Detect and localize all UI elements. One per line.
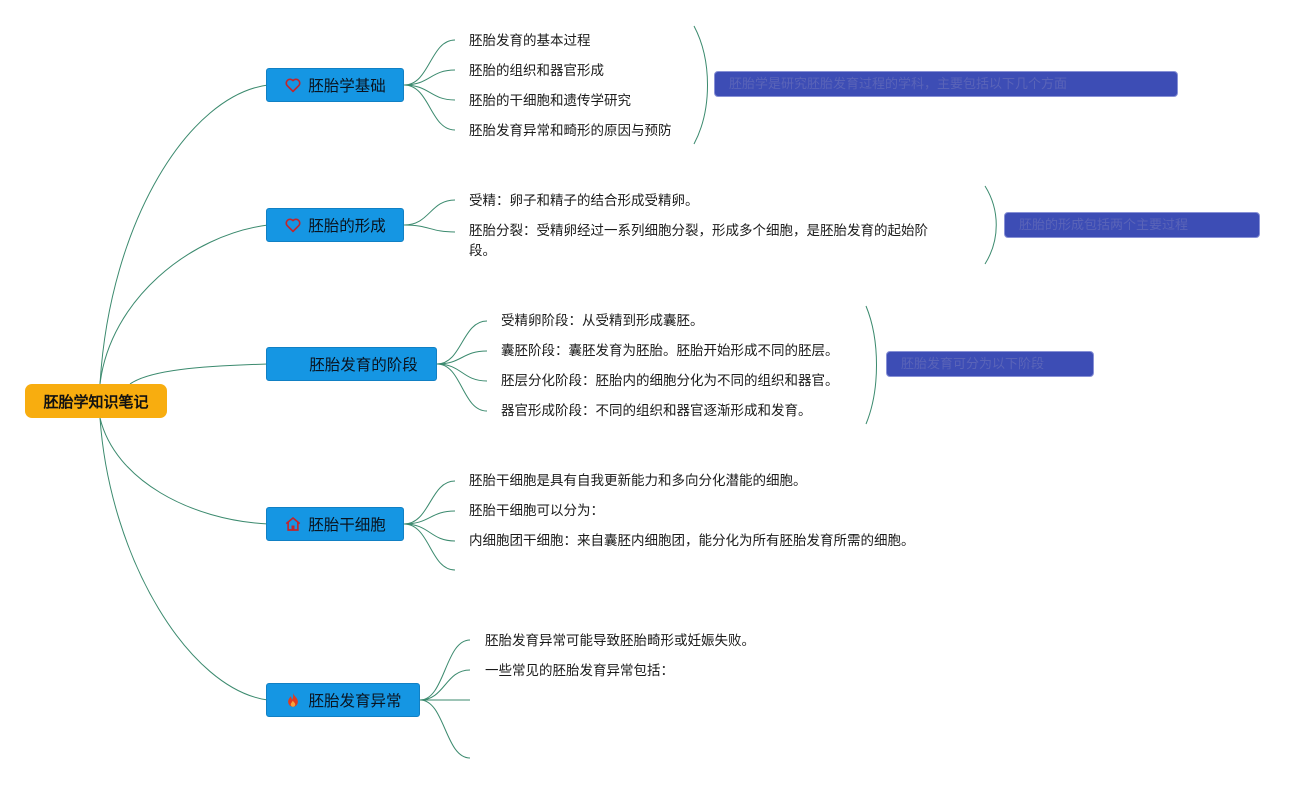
branch-embryonic-stem-cells[interactable]: 胚胎干细胞 xyxy=(266,507,404,541)
leaf-item[interactable]: 受精卵阶段：从受精到形成囊胚。 xyxy=(501,313,704,329)
leaf-item[interactable]: 内细胞团干细胞：来自囊胚内细胞团，能分化为所有胚胎发育所需的细胞。 xyxy=(469,533,915,549)
heart-outline-icon xyxy=(285,78,301,93)
branch-label: 胚胎发育异常 xyxy=(308,692,402,710)
branch-label: 胚胎学基础 xyxy=(308,77,386,95)
branch-embryology-basics[interactable]: 胚胎学基础 xyxy=(266,68,404,102)
leaf-item[interactable]: 胚胎发育的基本过程 xyxy=(469,33,591,49)
branch-label: 胚胎发育的阶段 xyxy=(309,356,418,374)
branch-label: 胚胎干细胞 xyxy=(308,516,386,534)
summary-box[interactable]: 胚胎发育可分为以下阶段 xyxy=(886,351,1094,377)
leaf-item[interactable]: 胚胎干细胞是具有自我更新能力和多向分化潜能的细胞。 xyxy=(469,473,807,489)
summary-box[interactable]: 胚胎学是研究胚胎发育过程的学科，主要包括以下几个方面 xyxy=(714,71,1178,97)
fire-icon xyxy=(288,692,299,707)
branch-label: 胚胎的形成 xyxy=(308,217,386,235)
summary-box[interactable]: 胚胎的形成包括两个主要过程 xyxy=(1004,212,1260,238)
leaf-item[interactable]: 胚胎的组织和器官形成 xyxy=(469,63,604,79)
leaf-item[interactable]: 受精：卵子和精子的结合形成受精卵。 xyxy=(469,193,699,209)
leaf-item[interactable]: 一些常见的胚胎发育异常包括： xyxy=(485,663,674,679)
branch-developmental-abnormalities[interactable]: 胚胎发育异常 xyxy=(266,683,420,717)
root-topic[interactable]: 胚胎学知识笔记 xyxy=(25,384,167,418)
leaf-item[interactable]: 胚胎干细胞可以分为： xyxy=(469,503,604,519)
root-topic-label: 胚胎学知识笔记 xyxy=(43,392,149,411)
leaf-item[interactable]: 囊胚阶段：囊胚发育为胚胎。胚胎开始形成不同的胚层。 xyxy=(501,343,839,359)
leaf-item[interactable]: 胚胎发育异常可能导致胚胎畸形或妊娠失败。 xyxy=(485,633,755,649)
heart-outline-icon xyxy=(285,218,301,233)
leaf-item[interactable]: 胚胎发育异常和畸形的原因与预防 xyxy=(469,123,672,139)
leaf-item[interactable]: 胚层分化阶段：胚胎内的细胞分化为不同的组织和器官。 xyxy=(501,373,839,389)
branch-development-stages[interactable]: 胚胎发育的阶段 xyxy=(266,347,437,381)
stage-icon xyxy=(285,355,303,373)
branch-embryo-formation[interactable]: 胚胎的形成 xyxy=(266,208,404,242)
home-icon xyxy=(285,517,301,531)
leaf-item[interactable]: 胚胎的干细胞和遗传学研究 xyxy=(469,93,631,109)
leaf-item[interactable]: 胚胎分裂：受精卵经过一系列细胞分裂，形成多个细胞，是胚胎发育的起始阶段。 xyxy=(469,223,928,259)
leaf-item[interactable]: 器官形成阶段：不同的组织和器官逐渐形成和发育。 xyxy=(501,403,812,419)
